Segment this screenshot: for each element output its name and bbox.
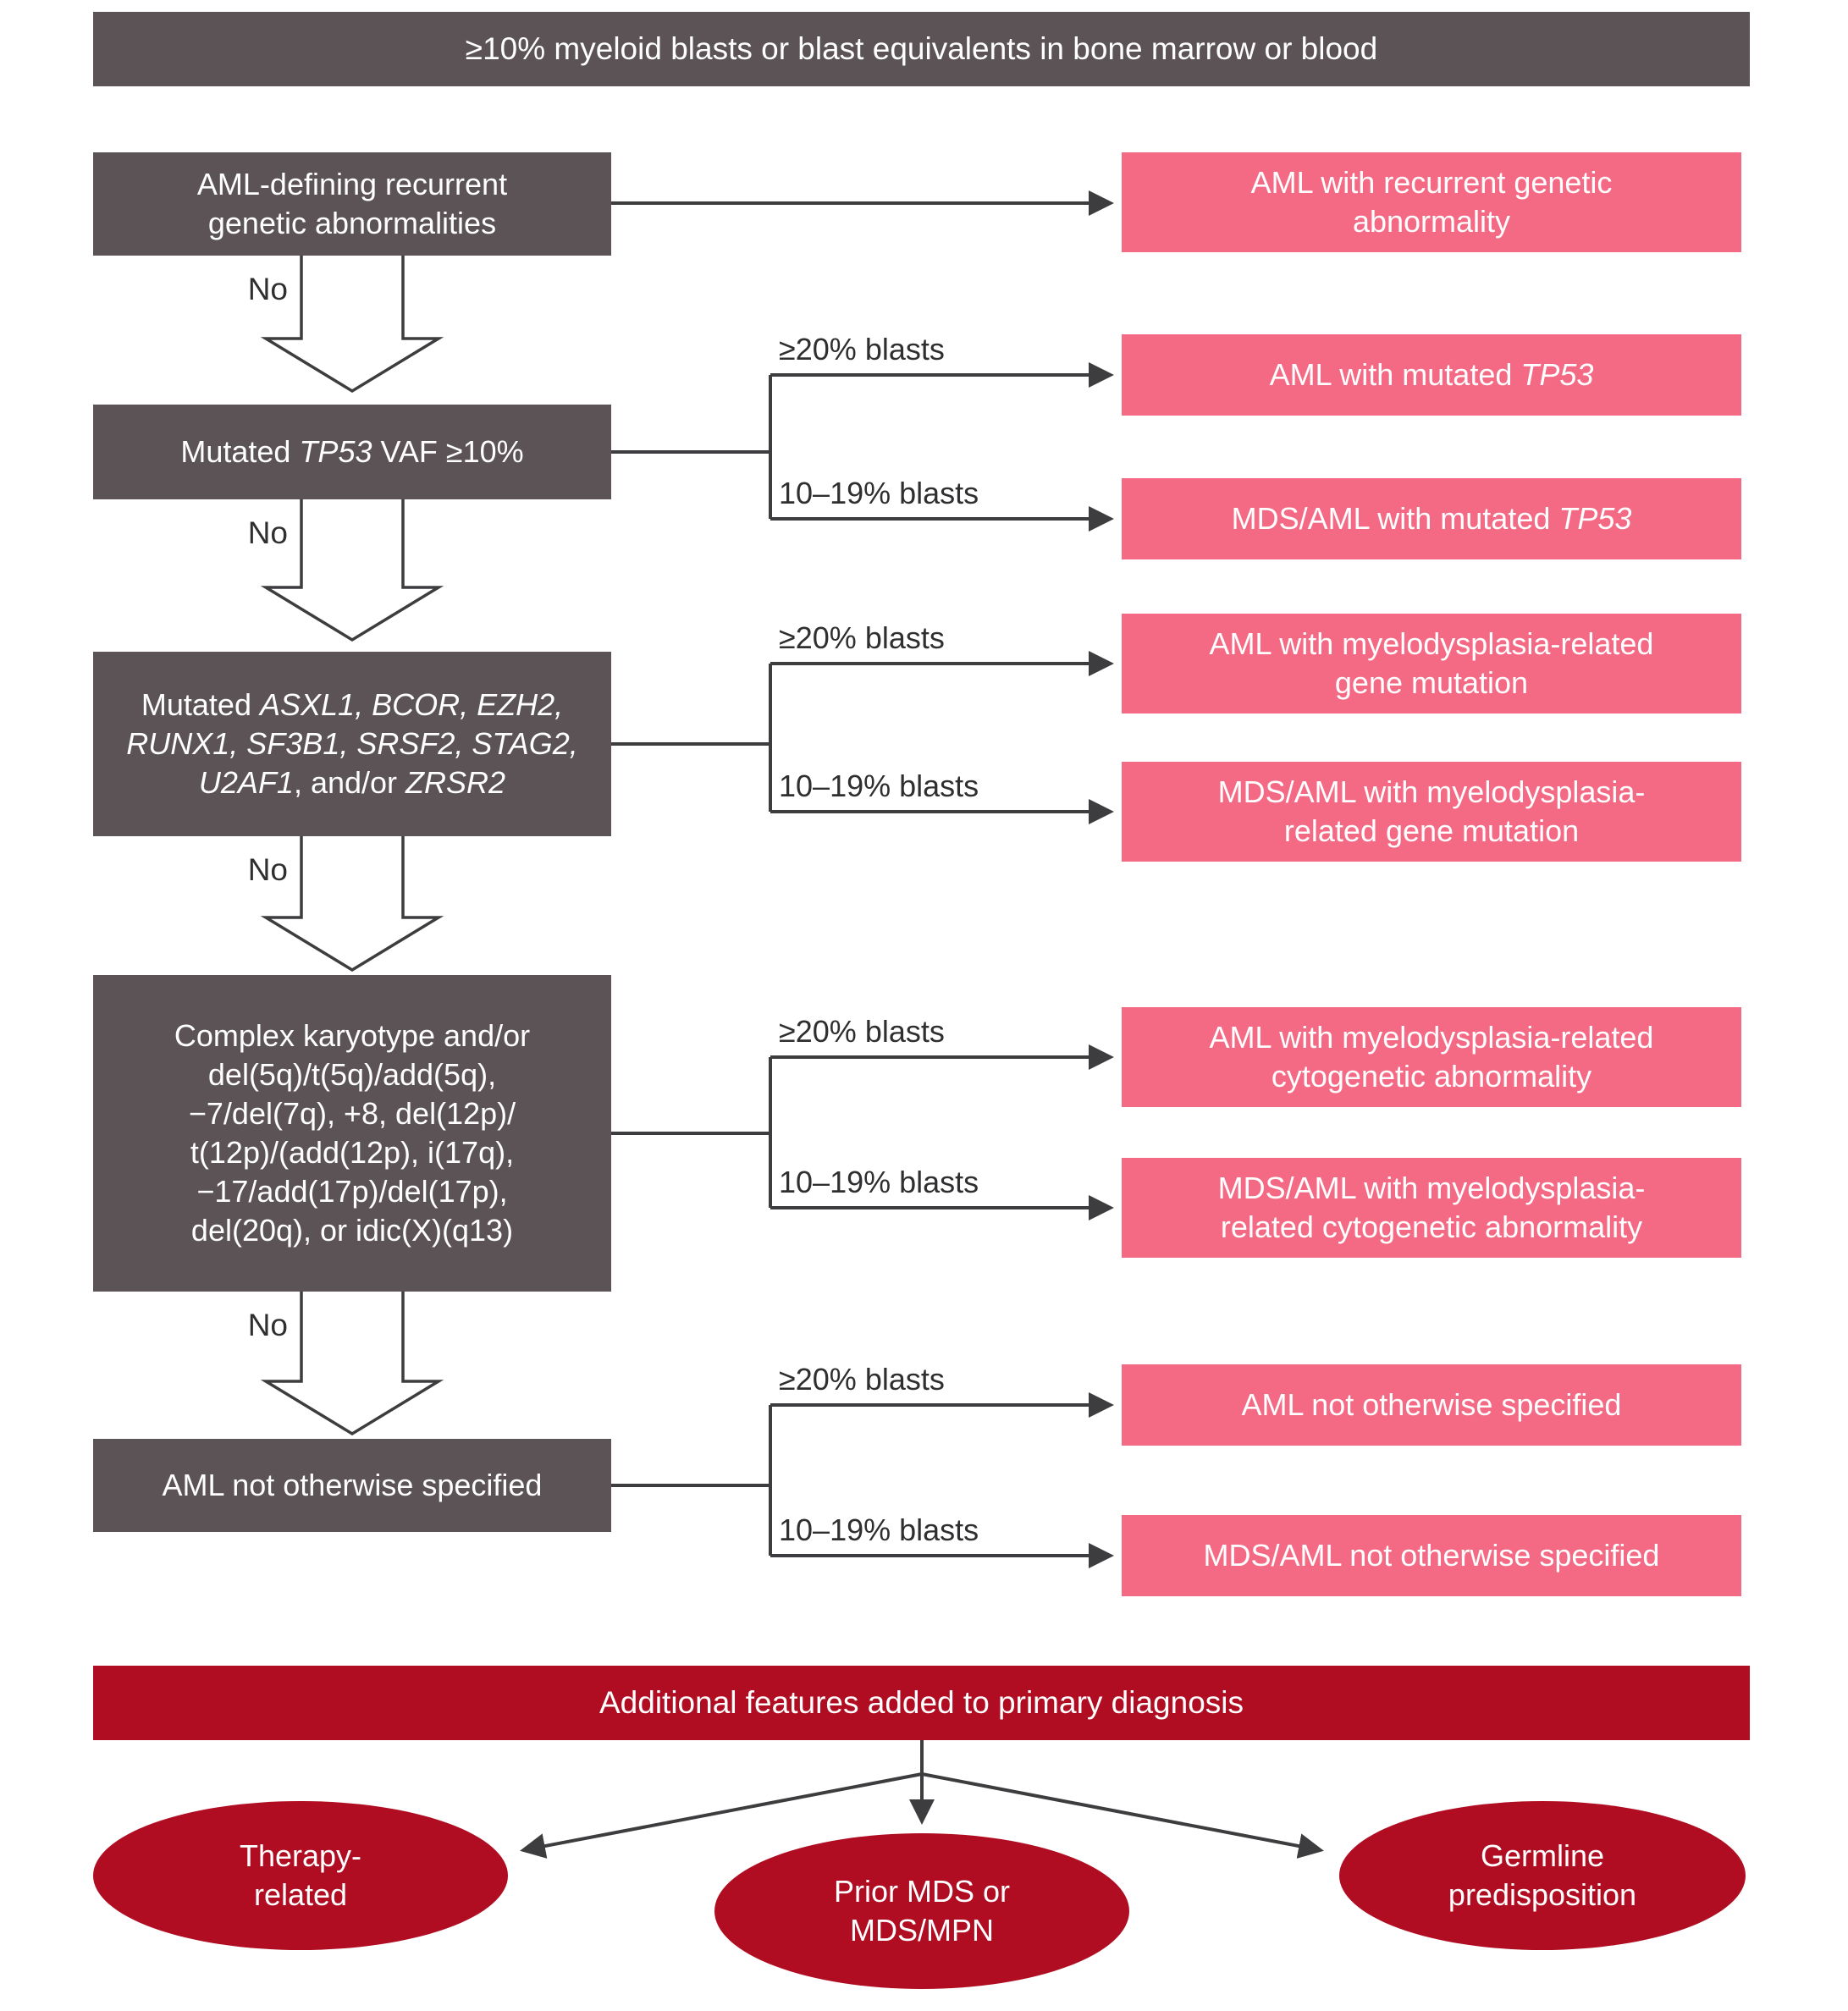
decision-tp53-text: Mutated TP53 VAF ≥10% bbox=[180, 433, 524, 469]
no-label-4: No bbox=[248, 1308, 288, 1342]
decision-recurrent-abnormalities-text: AML-defining recurrent genetic abnormali… bbox=[196, 166, 508, 240]
no-label-2: No bbox=[248, 515, 288, 550]
no-arrow-2 bbox=[260, 496, 444, 642]
outcome-mds-aml-mr-gene-mutation: MDS/AML with myelodysplasia- related gen… bbox=[1122, 762, 1741, 862]
label-nos-10-19: 10–19% blasts bbox=[779, 1512, 979, 1547]
decision-mr-gene-mutations-text: Mutated ASXL1, BCOR, EZH2, RUNX1, SF3B1,… bbox=[126, 686, 578, 801]
label-genes-ge20: ≥20% blasts bbox=[779, 620, 945, 655]
feature-germline-predisposition: Germline predisposition bbox=[1339, 1801, 1746, 1950]
label-cyto-10-19: 10–19% blasts bbox=[779, 1165, 979, 1199]
outcome-recurrent-genetic-abnormality: AML with recurrent genetic abnormality bbox=[1122, 152, 1741, 252]
no-arrow-1 bbox=[260, 252, 444, 394]
outcome-aml-mr-gene-mutation-text: AML with myelodysplasia-related gene mut… bbox=[1209, 625, 1654, 700]
branch-tp53-stem bbox=[610, 375, 772, 519]
decision-recurrent-abnormalities: AML-defining recurrent genetic abnormali… bbox=[93, 152, 611, 256]
no-arrows: No No No No bbox=[248, 252, 444, 1436]
branch-nos-stem bbox=[610, 1405, 772, 1556]
outcome-aml-nos-text: AML not otherwise specified bbox=[1241, 1386, 1622, 1422]
branch-cyto-stem bbox=[610, 1057, 772, 1208]
outcome-aml-mr-cytogenetic: AML with myelodysplasia-related cytogene… bbox=[1122, 1007, 1741, 1107]
connectors bbox=[520, 190, 1324, 1859]
feature-prior-mds-text: Prior MDS or MDS/MPN bbox=[833, 1873, 1011, 1948]
decision-aml-nos-text: AML not otherwise specified bbox=[162, 1467, 543, 1502]
branch-labels: ≥20% blasts 10–19% blasts ≥20% blasts 10… bbox=[779, 332, 979, 1547]
label-tp53-10-19: 10–19% blasts bbox=[779, 476, 979, 510]
outcome-mds-aml-mutated-tp53: MDS/AML with mutated TP53 bbox=[1122, 478, 1741, 559]
label-genes-10-19: 10–19% blasts bbox=[779, 769, 979, 803]
label-cyto-ge20: ≥20% blasts bbox=[779, 1014, 945, 1049]
no-arrow-3 bbox=[260, 833, 444, 972]
feature-therapy-related-text: Therapy- related bbox=[239, 1837, 362, 1912]
decision-mr-gene-mutations: Mutated ASXL1, BCOR, EZH2, RUNX1, SF3B1,… bbox=[93, 652, 611, 836]
banner-additional-features-text: Additional features added to primary dia… bbox=[599, 1685, 1244, 1721]
arrow-to-therapy-related bbox=[520, 1772, 923, 1859]
outcome-mds-aml-mutated-tp53-text: MDS/AML with mutated TP53 bbox=[1231, 500, 1632, 536]
outcome-mds-aml-mr-cytogenetic: MDS/AML with myelodysplasia- related cyt… bbox=[1122, 1158, 1741, 1258]
no-label-1: No bbox=[248, 272, 288, 306]
decision-mr-cytogenetics-text: Complex karyotype and/or del(5q)/t(5q)/a… bbox=[174, 1017, 531, 1248]
outcome-aml-mutated-tp53: AML with mutated TP53 bbox=[1122, 334, 1741, 416]
decision-tp53: Mutated TP53 VAF ≥10% bbox=[93, 405, 611, 499]
outcome-aml-mr-cytogenetic-text: AML with myelodysplasia-related cytogene… bbox=[1209, 1019, 1654, 1094]
outcome-recurrent-genetic-abnormality-text: AML with recurrent genetic abnormality bbox=[1250, 164, 1613, 239]
no-arrow-4 bbox=[260, 1288, 444, 1436]
feature-prior-mds: Prior MDS or MDS/MPN bbox=[714, 1833, 1129, 1989]
decision-aml-nos: AML not otherwise specified bbox=[93, 1439, 611, 1532]
outcome-mds-aml-mr-gene-mutation-text: MDS/AML with myelodysplasia- related gen… bbox=[1217, 774, 1646, 848]
label-tp53-ge20: ≥20% blasts bbox=[779, 332, 945, 366]
outcome-aml-mutated-tp53-text: AML with mutated TP53 bbox=[1269, 356, 1594, 392]
decision-mr-cytogenetics: Complex karyotype and/or del(5q)/t(5q)/a… bbox=[93, 975, 611, 1292]
outcome-aml-nos: AML not otherwise specified bbox=[1122, 1364, 1741, 1446]
arrow-to-germline bbox=[921, 1772, 1324, 1859]
feature-germline-predisposition-text: Germline predisposition bbox=[1448, 1837, 1637, 1912]
label-nos-ge20: ≥20% blasts bbox=[779, 1362, 945, 1397]
outcome-mds-aml-nos: MDS/AML not otherwise specified bbox=[1122, 1515, 1741, 1596]
banner-blast-threshold: ≥10% myeloid blasts or blast equivalents… bbox=[93, 12, 1750, 86]
outcome-aml-mr-gene-mutation: AML with myelodysplasia-related gene mut… bbox=[1122, 614, 1741, 713]
branch-genes-stem bbox=[610, 664, 772, 812]
no-label-3: No bbox=[248, 852, 288, 887]
outcome-mds-aml-mr-cytogenetic-text: MDS/AML with myelodysplasia- related cyt… bbox=[1217, 1170, 1646, 1244]
banner-additional-features: Additional features added to primary dia… bbox=[93, 1666, 1750, 1740]
banner-blast-threshold-text: ≥10% myeloid blasts or blast equivalents… bbox=[465, 31, 1378, 67]
outcome-mds-aml-nos-text: MDS/AML not otherwise specified bbox=[1203, 1537, 1660, 1573]
feature-therapy-related: Therapy- related bbox=[93, 1801, 508, 1950]
